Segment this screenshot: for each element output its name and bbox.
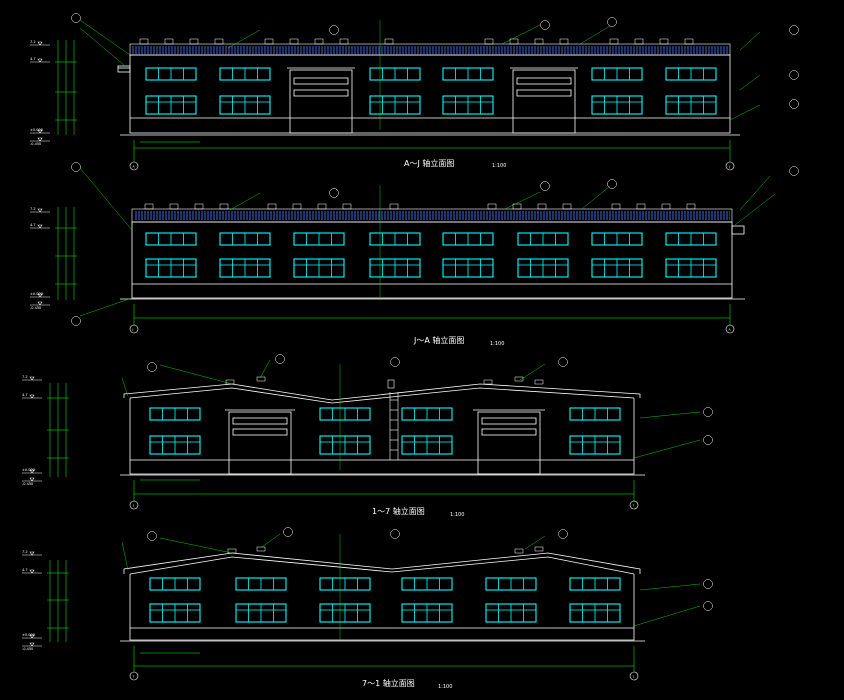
level-marks-4 (22, 551, 42, 647)
axis-label-right: J (728, 165, 730, 169)
vertical-dimensions-2 (55, 207, 77, 300)
level-4-7-b: 4.7 (30, 223, 36, 227)
windows-3 (149, 407, 621, 455)
vertical-dimensions (55, 40, 77, 135)
level-4-7: 4.7 (30, 57, 36, 61)
level-neg-c: -0.450 (22, 482, 33, 486)
elevation-scale-4: 1:100 (438, 684, 452, 690)
roof-band-2 (131, 208, 733, 223)
horizontal-dimension (133, 140, 731, 162)
elevation-title-4: 7～1 轴立面图 (362, 678, 415, 688)
windows-4 (149, 577, 621, 623)
level-0-d: ±0.000 (22, 633, 35, 637)
axis-label-right-2: A (729, 328, 732, 332)
level-0: ±0.000 (30, 128, 43, 132)
elevation-a-j: 7.2 4.7 ±0.000 -0.450 (30, 13, 799, 171)
vertical-dimensions-4 (47, 560, 69, 642)
roof-vents-2 (144, 203, 696, 210)
roof-vents-4 (227, 546, 544, 554)
axis-label-left-3: 1 (133, 504, 135, 508)
level-7-2-b: 7.2 (30, 207, 36, 211)
elevation-scale: 1:100 (492, 163, 506, 169)
horizontal-dimension-4 (133, 646, 635, 672)
level-7-2-d: 7.2 (22, 550, 28, 554)
axis-label-left-2: J (132, 328, 134, 332)
roof-vents-3 (225, 376, 544, 385)
level-neg: -0.450 (30, 142, 41, 146)
level-marks (30, 41, 50, 142)
leader-lines (79, 19, 761, 130)
level-0-b: ±0.000 (30, 292, 43, 296)
horizontal-dimension-3 (133, 479, 635, 502)
level-marks-3 (22, 376, 42, 482)
axis-label-left-4: 7 (133, 675, 135, 679)
elevation-title-2: J～A 轴立面图 (413, 335, 464, 345)
rolling-doors (287, 67, 578, 134)
roof-vents (139, 38, 694, 45)
grid-circle-right (725, 161, 735, 171)
level-4-7-d: 4.7 (22, 568, 28, 572)
level-marks-2 (30, 208, 50, 306)
ladder (387, 379, 399, 460)
building-outline (117, 54, 731, 134)
roof-band (129, 43, 731, 56)
elevation-7-1: 7.2 4.7 ±0.000 -0.450 7 1 7～1 轴立 (22, 527, 713, 690)
level-0-c: ±0.000 (22, 468, 35, 472)
elevation-scale-3: 1:100 (450, 512, 464, 518)
windows (145, 67, 717, 115)
axis-label-right-4: 1 (633, 675, 635, 679)
level-neg-d: -0.450 (22, 647, 33, 651)
level-4-7-c: 4.7 (22, 393, 28, 397)
elevation-j-a: 7.2 4.7 ±0.000 -0.450 (30, 162, 799, 347)
elevation-scale-2: 1:100 (490, 341, 504, 347)
elevation-1-7: 7.2 4.7 ±0.000 -0.450 (22, 354, 713, 518)
level-neg-b: -0.450 (30, 306, 41, 310)
level-7-2: 7.2 (30, 40, 36, 44)
building-outline-4 (123, 552, 641, 641)
grid-circle-left (129, 161, 139, 171)
elevation-title: A～J 轴立面图 (404, 158, 454, 168)
axis-label-right-3: 7 (633, 504, 635, 508)
building-outline-3 (123, 383, 641, 475)
rolling-doors-3 (225, 409, 545, 475)
elevation-title-3: 1～7 轴立面图 (372, 506, 425, 516)
windows-2 (145, 232, 717, 278)
horizontal-dimension-2 (133, 304, 731, 326)
axis-label-left: A (133, 165, 136, 169)
level-7-2-c: 7.2 (22, 375, 28, 379)
leader-lines-2 (79, 167, 776, 317)
vertical-dimensions-3 (47, 383, 69, 477)
leader-lines-4 (121, 533, 701, 640)
leader-lines-3 (121, 359, 701, 470)
